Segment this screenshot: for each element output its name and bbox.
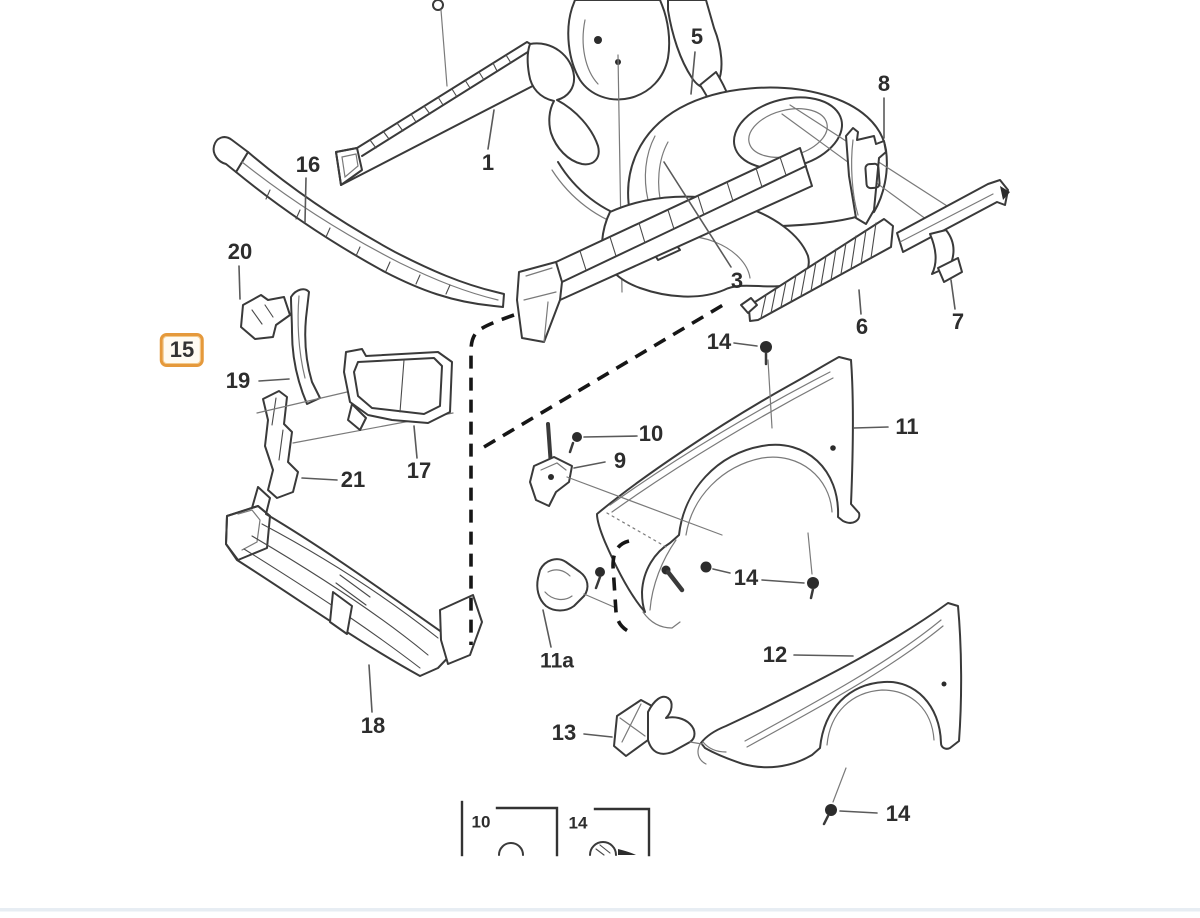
part-3-wheelhouse-apron (516, 147, 813, 343)
callout-21[interactable]: 21 (340, 467, 366, 492)
part-6-sill-member (740, 218, 894, 322)
part-17-air-guide-frame (343, 348, 453, 431)
callout-20[interactable]: 20 (227, 239, 253, 264)
callout-7[interactable]: 7 (951, 309, 965, 334)
callout-1[interactable]: 1 (481, 150, 495, 175)
callout-3[interactable]: 3 (730, 268, 744, 293)
top-bolt-cutoff (432, 0, 448, 87)
part-12-front-fender-lower (697, 602, 963, 769)
part-13-bracket (613, 695, 703, 757)
callout-14-top[interactable]: 14 (706, 329, 732, 354)
part-16-upper-crossmember (212, 136, 505, 308)
part-9-bracket (529, 422, 573, 507)
assembly-boundary-dashed (469, 303, 724, 645)
callout-14-mid[interactable]: 14 (733, 565, 759, 590)
callout-17[interactable]: 17 (406, 458, 432, 483)
legend-label-14[interactable]: 14 (568, 813, 588, 833)
legend-label-10[interactable]: 10 (471, 812, 491, 832)
part-7-side-rail (896, 179, 1010, 283)
callout-16[interactable]: 16 (295, 152, 321, 177)
callout-8[interactable]: 8 (877, 71, 891, 96)
callout-5[interactable]: 5 (690, 24, 704, 49)
callout-9[interactable]: 9 (613, 448, 627, 473)
part-11-front-fender (596, 356, 861, 629)
callout-15-selected[interactable]: 15 (159, 333, 205, 367)
bolt-14-bottom (822, 767, 847, 826)
part-19-strip-bracket (290, 288, 321, 405)
part-8-side-panel (845, 127, 887, 225)
part-1-upper-side-rail (335, 41, 658, 229)
leader-lines (238, 51, 956, 814)
callout-19[interactable]: 19 (225, 368, 251, 393)
part-11a-bracket (536, 558, 615, 612)
part-21-support-bracket (251, 390, 299, 515)
fender-bolts-14 (594, 532, 819, 600)
locator-line-9 (566, 476, 723, 536)
legend-boxes (460, 800, 651, 857)
callout-11a[interactable]: 11a (540, 649, 574, 673)
bolt-10 (568, 432, 582, 454)
callout-12[interactable]: 12 (762, 642, 788, 667)
callout-13[interactable]: 13 (551, 720, 577, 745)
callout-18[interactable]: 18 (360, 713, 386, 738)
callout-11[interactable]: 11 (895, 414, 919, 439)
callout-6[interactable]: 6 (855, 314, 869, 339)
callout-14-bottom[interactable]: 14 (885, 801, 911, 826)
part-18-lower-crossmember (225, 505, 483, 677)
part-20-clip-bracket (240, 294, 291, 340)
bolt-14-top (760, 341, 773, 429)
callout-10[interactable]: 10 (638, 421, 664, 446)
bottom-edge-strip (0, 908, 1200, 912)
